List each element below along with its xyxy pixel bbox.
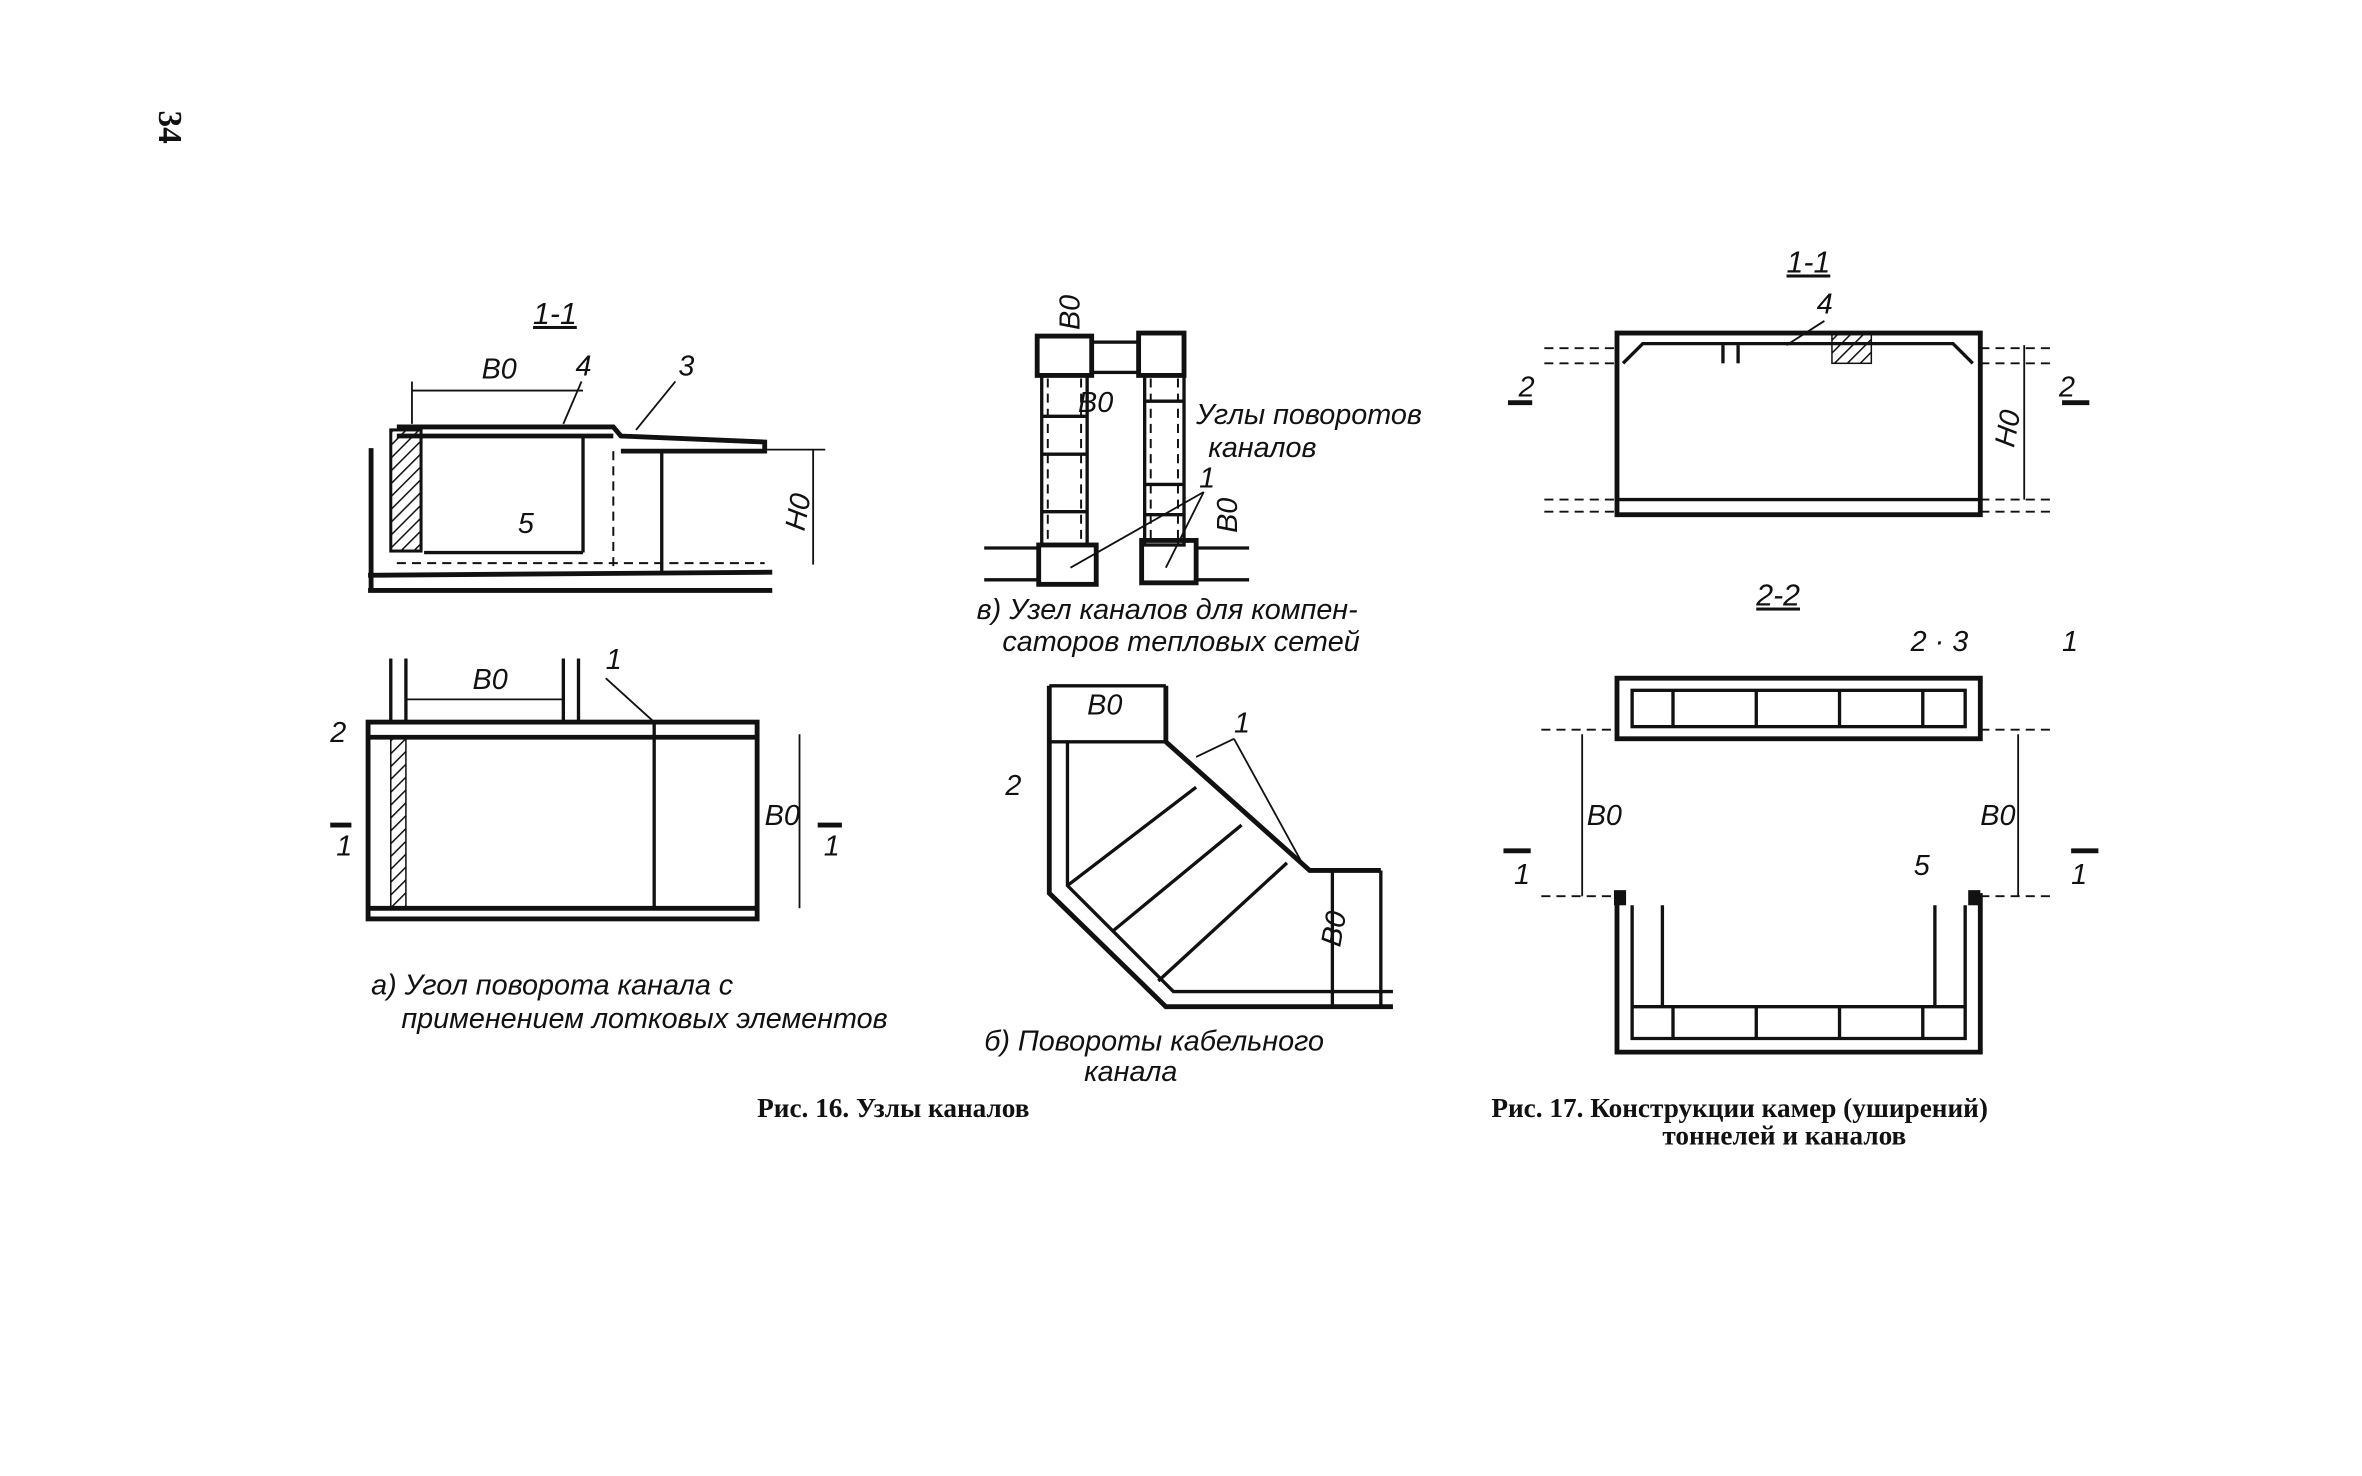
section-cut-marker: 1 [1514,859,1530,891]
fig17-section-1-drawing: 1-1 4 H0 2 2 [1507,246,2090,518]
page-number: 34 [151,111,188,145]
subcaption: применением лотковых элементов [401,1003,887,1035]
dim-label: B0 [1055,295,1087,330]
dim-label: B0 [1316,909,1354,949]
dim-label: B0 [1212,498,1244,533]
fig16a-plan-drawing: B0 1 2 B0 1 1 а) Угол поворота канала с … [329,644,887,1035]
dim-label-h0: H0 [780,491,818,533]
figure-17-caption-line1: Рис. 17. Конструкции камер (уширений) [1491,1093,1988,1123]
fig17-section-2-drawing: 2-2 2 · 3 1 B0 B0 5 1 1 [1503,580,2099,1055]
dim-label: B0 [1587,800,1622,832]
section-label: 2-2 [1755,580,1800,613]
subcaption: б) Повороты кабельного [984,1026,1324,1058]
callout-5: 5 [518,508,535,540]
callout-1: 1 [2062,626,2078,658]
callout-5: 5 [1914,850,1931,882]
fig16b-drawing: B0 B0 1 2 б) Повороты кабельного канала [984,684,1393,1088]
figure-16-caption: Рис. 16. Узлы каналов [757,1093,1029,1123]
hatched-wall [389,428,423,553]
callout-1: 1 [1234,708,1250,740]
fig16v-drawing: B0 B0 B0 Углы поворотов каналов 1 в) Узе… [977,295,1422,658]
subcaption: а) Угол поворота канала с [371,970,734,1002]
callout-4: 4 [1817,288,1833,320]
callout-3: 3 [678,350,694,382]
section-label: 1-1 [533,298,577,331]
subcaption: канала [1084,1056,1177,1088]
dim-label: B0 [1980,800,2015,832]
figure-17-caption-line2: тоннелей и каналов [1662,1120,1906,1150]
callout-4: 4 [575,350,591,382]
dim-label: B0 [1078,387,1113,419]
subcaption: саторов тепловых сетей [1002,626,1359,658]
note-text: каналов [1208,432,1316,464]
section-cut-marker: 1 [336,830,352,862]
callout-1: 1 [606,644,622,676]
fig16a-section-drawing: 1-1 B0 4 3 5 H0 [368,298,826,593]
dim-label: B0 [473,664,508,696]
section-cut-marker: 2 [2058,372,2075,404]
section-cut-marker: 2 [1518,372,1535,404]
callout-1: 1 [1199,462,1215,494]
callout-2-3: 2 · 3 [1910,626,1969,658]
section-cut-marker: 1 [2071,859,2087,891]
section-cut-marker: 1 [824,830,840,862]
callout-2: 2 [329,717,346,749]
section-label: 1-1 [1787,246,1831,279]
callout-2: 2 [1004,770,1021,802]
dim-label-h0: H0 [1989,408,2027,450]
dim-label: B0 [1087,690,1122,722]
dim-label: B0 [765,800,800,832]
dim-label: B0 [482,353,517,385]
subcaption: в) Узел каналов для компен- [977,594,1358,626]
note-text: Углы поворотов [1195,399,1422,431]
